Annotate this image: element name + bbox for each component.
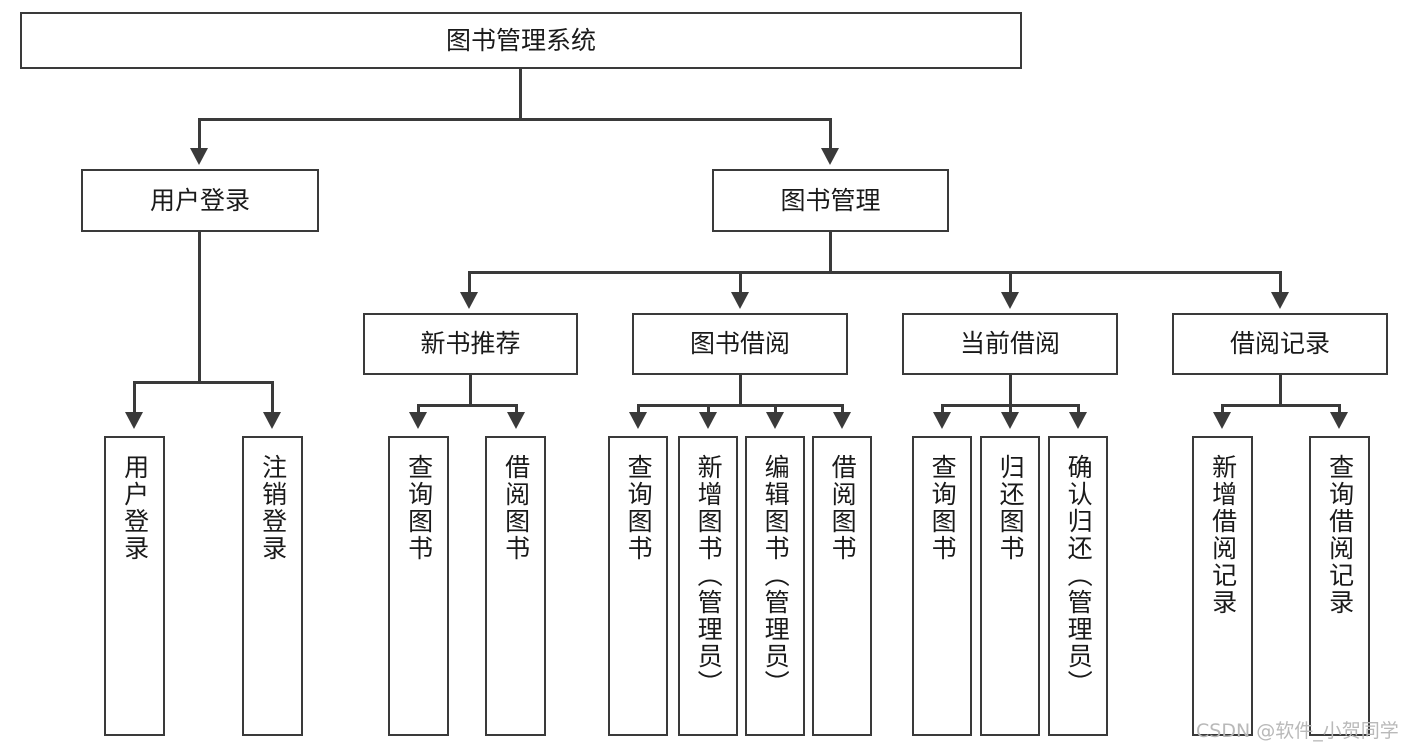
edge-book-manage-bus [468, 271, 1282, 274]
edge-root-to-user-login-drop [198, 118, 201, 149]
node-leaf-query-book-rec-label: 查询图书 [404, 454, 434, 562]
node-leaf-return-book-label: 归还图书 [996, 454, 1026, 562]
node-leaf-confirm-return[interactable]: 确认归还（管理员） [1048, 436, 1108, 736]
node-root[interactable]: 图书管理系统 [20, 12, 1022, 69]
node-user-login-label: 用户登录 [149, 185, 250, 215]
node-book-manage-label: 图书管理 [780, 185, 881, 215]
arrowhead-book-manage-l3-3 [1001, 292, 1019, 309]
arrowhead-new-book-rec-leaf-1 [409, 412, 427, 429]
arrowhead-current-borrow-leaf-3 [1069, 412, 1087, 429]
arrowhead-borrow-record-leaf-2 [1330, 412, 1348, 429]
node-leaf-query-book-label: 查询图书 [624, 454, 654, 562]
arrowhead-book-borrow-leaf-2 [699, 412, 717, 429]
edge-new-book-rec-stem [469, 375, 472, 406]
edge-user-login-bus [133, 381, 273, 384]
edge-book-borrow-drop-3 [774, 404, 777, 413]
node-leaf-borrow-book-rec-label: 借阅图书 [501, 454, 531, 562]
edge-current-borrow-drop-3 [1077, 404, 1080, 413]
node-leaf-user-login[interactable]: 用户登录 [104, 436, 165, 736]
arrowhead-book-manage-l3-2 [731, 292, 749, 309]
edge-book-manage-drop-1 [468, 271, 471, 293]
node-leaf-user-login-label: 用户登录 [120, 454, 150, 562]
node-leaf-logout[interactable]: 注销登录 [242, 436, 303, 736]
edge-book-borrow-drop-1 [637, 404, 640, 413]
node-borrow-record-label: 借阅记录 [1229, 329, 1330, 359]
node-leaf-query-book[interactable]: 查询图书 [608, 436, 668, 736]
edge-current-borrow-stem [1009, 375, 1012, 406]
node-leaf-edit-book-label: 编辑图书（管理员） [761, 454, 791, 697]
node-book-manage[interactable]: 图书管理 [712, 169, 949, 232]
node-leaf-borrow-book-rec[interactable]: 借阅图书 [485, 436, 546, 736]
arrowhead-book-manage-l3-1 [460, 292, 478, 309]
arrowhead-current-borrow-leaf-2 [1001, 412, 1019, 429]
arrowhead-root-to-user-login [190, 148, 208, 165]
edge-borrow-record-drop-1 [1221, 404, 1224, 413]
arrowhead-book-borrow-leaf-4 [833, 412, 851, 429]
edge-new-book-rec-drop-2 [515, 404, 518, 413]
node-leaf-query-book-cur-label: 查询图书 [928, 454, 958, 562]
edge-root-to-book-manage-drop [829, 118, 832, 149]
edge-book-borrow-drop-2 [707, 404, 710, 413]
node-leaf-query-book-cur[interactable]: 查询图书 [912, 436, 972, 736]
edge-current-borrow-drop-2 [1009, 404, 1012, 413]
node-book-borrow-label: 图书借阅 [689, 329, 790, 359]
edge-root-bus [198, 118, 830, 121]
arrowhead-root-to-book-manage [821, 148, 839, 165]
arrowhead-user-login-leaf-1 [125, 412, 143, 429]
node-leaf-return-book[interactable]: 归还图书 [980, 436, 1040, 736]
edge-book-manage-stem [829, 232, 832, 273]
node-root-label: 图书管理系统 [445, 25, 596, 55]
node-user-login[interactable]: 用户登录 [81, 169, 319, 232]
arrowhead-book-borrow-leaf-1 [629, 412, 647, 429]
arrowhead-user-login-leaf-2 [263, 412, 281, 429]
edge-new-book-rec-drop-1 [417, 404, 420, 413]
node-leaf-query-record-label: 查询借阅记录 [1325, 454, 1355, 616]
edge-user-login-drop-2 [271, 381, 274, 413]
arrowhead-book-borrow-leaf-3 [766, 412, 784, 429]
edge-book-manage-drop-4 [1279, 271, 1282, 293]
node-leaf-add-record[interactable]: 新增借阅记录 [1192, 436, 1253, 736]
edge-borrow-record-drop-2 [1338, 404, 1341, 413]
edge-borrow-record-stem [1279, 375, 1282, 406]
edge-borrow-record-bus [1221, 404, 1339, 407]
node-current-borrow-label: 当前借阅 [959, 329, 1060, 359]
arrowhead-current-borrow-leaf-1 [933, 412, 951, 429]
watermark: CSDN @软件_小贺同学 [1196, 720, 1399, 742]
edge-book-manage-drop-2 [739, 271, 742, 293]
node-leaf-add-book[interactable]: 新增图书（管理员） [678, 436, 738, 736]
node-leaf-borrow-book[interactable]: 借阅图书 [812, 436, 872, 736]
arrowhead-book-manage-l3-4 [1271, 292, 1289, 309]
node-leaf-query-book-rec[interactable]: 查询图书 [388, 436, 449, 736]
node-new-book-rec[interactable]: 新书推荐 [363, 313, 578, 375]
edge-book-borrow-stem [739, 375, 742, 406]
edge-user-login-stem [198, 232, 201, 383]
arrowhead-new-book-rec-leaf-2 [507, 412, 525, 429]
edge-book-borrow-drop-4 [841, 404, 844, 413]
edge-user-login-drop-1 [133, 381, 136, 413]
node-borrow-record[interactable]: 借阅记录 [1172, 313, 1388, 375]
edge-new-book-rec-bus [417, 404, 518, 407]
node-leaf-edit-book[interactable]: 编辑图书（管理员） [745, 436, 805, 736]
node-book-borrow[interactable]: 图书借阅 [632, 313, 848, 375]
node-leaf-query-record[interactable]: 查询借阅记录 [1309, 436, 1370, 736]
node-leaf-logout-label: 注销登录 [258, 454, 288, 562]
arrowhead-borrow-record-leaf-1 [1213, 412, 1231, 429]
edge-book-manage-drop-3 [1009, 271, 1012, 293]
node-leaf-add-record-label: 新增借阅记录 [1208, 454, 1238, 616]
node-leaf-add-book-label: 新增图书（管理员） [694, 454, 724, 697]
node-new-book-rec-label: 新书推荐 [420, 329, 521, 359]
edge-current-borrow-drop-1 [941, 404, 944, 413]
node-current-borrow[interactable]: 当前借阅 [902, 313, 1118, 375]
node-leaf-borrow-book-label: 借阅图书 [828, 454, 858, 562]
node-leaf-confirm-return-label: 确认归还（管理员） [1064, 454, 1094, 697]
edge-root-stem [519, 69, 522, 120]
edge-book-borrow-bus [637, 404, 843, 407]
